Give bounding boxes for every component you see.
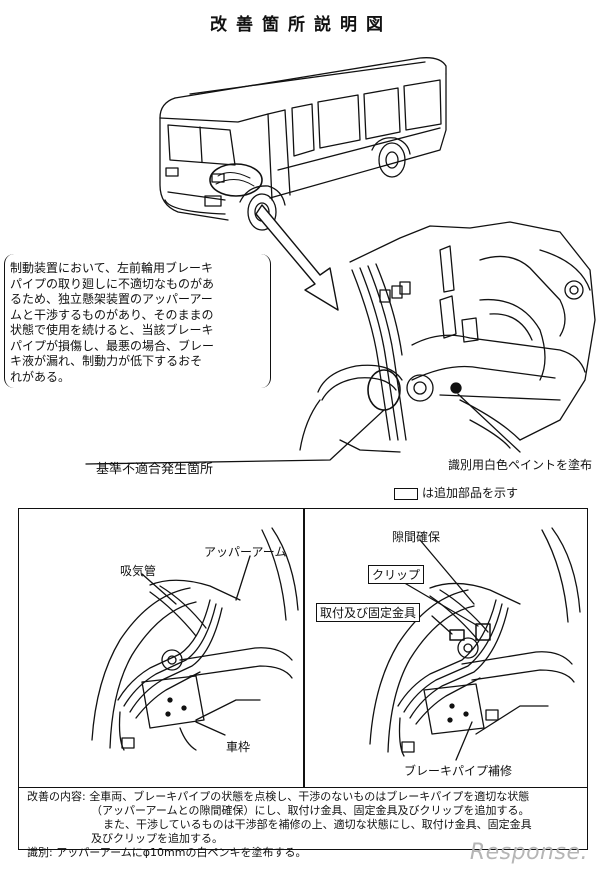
callout-line: パイプが損傷し、最悪の場合、ブレー xyxy=(10,338,215,353)
callout-border xyxy=(4,254,271,388)
description-line: 改善の内容: 全車両、ブレーキパイプの状態を点検し、干渉のないものはブレーキパイ… xyxy=(27,790,530,803)
frame-label: 車枠 xyxy=(226,740,251,754)
improvement-description: 改善の内容: 全車両、ブレーキパイプの状態を点検し、干渉のないものはブレーキパイ… xyxy=(18,787,588,859)
brake-pipe-repair-label: ブレーキパイプ補修 xyxy=(404,764,513,778)
before-illustration xyxy=(91,527,299,751)
callout-text: 制動装置において、左前輪用ブレーキ パイプの取り廻しに不適切なものがあ るため、… xyxy=(6,258,268,386)
response-watermark: Response. xyxy=(469,840,588,865)
nonconformity-label: 基準不適合発生箇所 xyxy=(96,462,214,477)
after-illustration xyxy=(369,527,581,761)
bracket-label: 取付及び固定金具 xyxy=(316,603,421,622)
description-line: また、干渉しているものは干渉部を補修の上、適切な状態にし、取付け金具、固定金具 xyxy=(103,818,532,831)
callout-line: パイプの取り廻しに不適切なものがあ xyxy=(10,276,215,291)
upper-arm-label: アッパーアーム xyxy=(204,545,287,559)
clip-label: クリップ xyxy=(368,565,425,584)
legend-text: は追加部品を示す xyxy=(422,486,519,500)
detail-illustration xyxy=(85,221,596,465)
page-title: 改善箇所説明図 xyxy=(210,15,392,35)
callout-line: 状態で使用を続けると、当該ブレーキ xyxy=(10,323,214,337)
description-line: 及びクリップを追加する。 xyxy=(91,832,223,845)
legend: は追加部品を示す xyxy=(394,484,518,501)
zoom-arrow xyxy=(255,204,339,311)
description-line: （アッパーアームとの隙間確保）にし、取付け金具、固定金具及びクリップを追加する。 xyxy=(91,804,530,817)
callout-line: れがある。 xyxy=(10,369,71,384)
comparison-divider xyxy=(303,508,305,788)
clearance-label: 隙間確保 xyxy=(392,530,441,544)
intake-pipe-label: 吸気管 xyxy=(120,564,157,578)
bus-illustration xyxy=(159,57,447,231)
callout-line: 制動装置において、左前輪用ブレーキ xyxy=(10,261,214,275)
legend-box-icon xyxy=(394,487,418,500)
callout-line: ムと干渉するものがあり、そのままの xyxy=(10,307,214,322)
description-line: 識別: アッパーアームにφ10mmの白ペンキを塗布する。 xyxy=(27,846,307,859)
callout-line: るため、独立懸架装置のアッパーアー xyxy=(10,292,213,306)
callout-line: キ液が漏れ、制動力が低下するおそ xyxy=(10,354,203,368)
white-paint-label: 識別用白色ペイントを塗布 xyxy=(448,458,593,472)
